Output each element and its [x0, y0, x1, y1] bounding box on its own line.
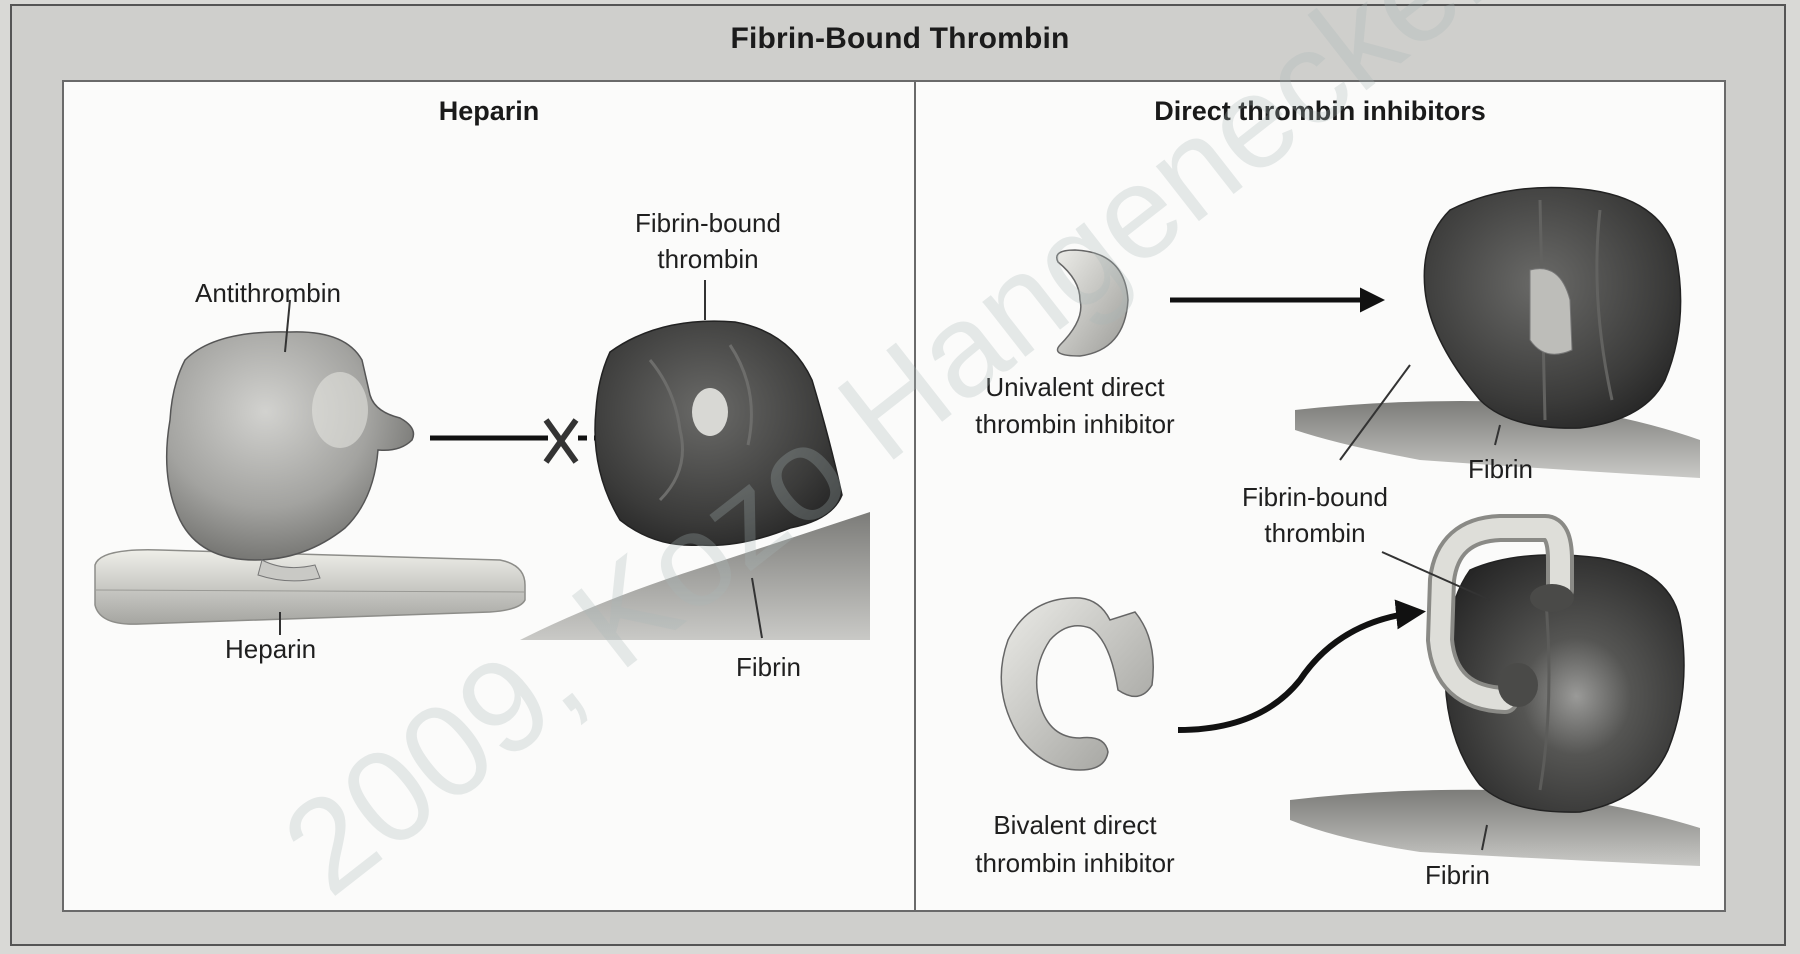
univalent-inhibitor-molecule: [1057, 250, 1128, 356]
fibrin-bound-thrombin-label-right-line2: thrombin: [1205, 516, 1425, 550]
univalent-label-line2: thrombin inhibitor: [940, 407, 1210, 441]
fibrin-bound-thrombin-label-left-line2: thrombin: [608, 242, 808, 276]
bivalent-label-line1: Bivalent direct: [940, 808, 1210, 842]
fibrin-bound-thrombin-label-left-line1: Fibrin-bound: [608, 206, 808, 240]
fibrin-bound-thrombin-right-top: [1424, 188, 1680, 429]
fibrin-bound-thrombin-left: [595, 321, 842, 545]
fibrin-bound-thrombin-label-right-line1: Fibrin-bound: [1205, 480, 1425, 514]
block-x-icon: [546, 420, 576, 462]
fibrin-surface-right-bottom: [1290, 790, 1700, 866]
fibrin-label-right-top: Fibrin: [1468, 452, 1533, 486]
antithrombin-label: Antithrombin: [195, 276, 341, 310]
bivalent-inhibitor-molecule: [1001, 598, 1153, 770]
heparin-label: Heparin: [225, 632, 316, 666]
fibrin-label-left: Fibrin: [736, 650, 801, 684]
heparin-strip: [95, 550, 525, 624]
bivalent-label-line2: thrombin inhibitor: [940, 846, 1210, 880]
antithrombin-molecule: [167, 332, 414, 581]
univalent-label-line1: Univalent direct: [940, 370, 1210, 404]
bivalent-arrow: [1178, 612, 1420, 730]
fibrin-label-right-bottom: Fibrin: [1425, 858, 1490, 892]
